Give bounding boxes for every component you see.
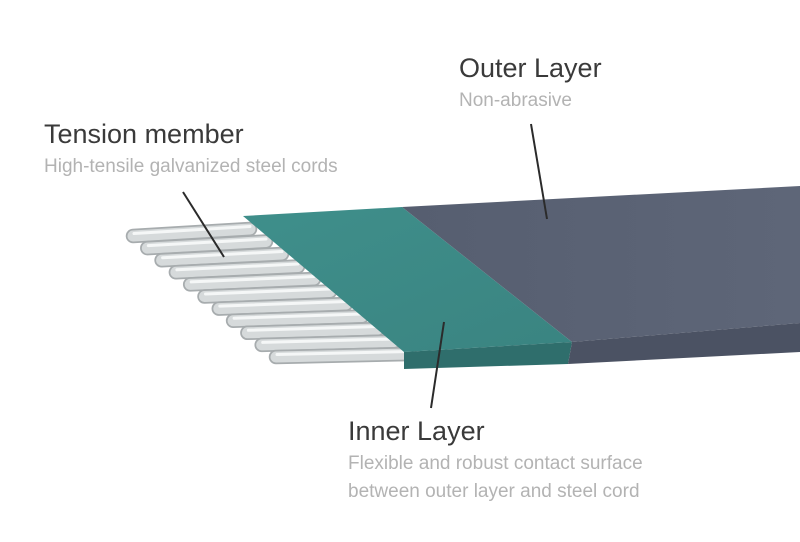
outer-layer	[402, 186, 800, 364]
outer-layer-subtitle: Non-abrasive	[459, 90, 572, 111]
steel-cord	[182, 271, 322, 292]
steel-cord	[140, 234, 274, 256]
inner-layer-title: Inner Layer	[348, 416, 485, 446]
steel-cord	[211, 296, 354, 316]
steel-cord	[168, 259, 306, 280]
steel-cord	[225, 309, 370, 328]
inner-layer-subtitle-line-2: between outer layer and steel cord	[348, 481, 640, 502]
steel-cords	[125, 221, 418, 365]
steel-cord	[240, 321, 386, 341]
inner-layer-subtitle-line-1: Flexible and robust contact surface	[348, 453, 643, 474]
outer-layer-title: Outer Layer	[459, 53, 602, 83]
steel-cord	[125, 221, 258, 244]
steel-cord	[197, 284, 338, 304]
outer-layer-leader-line	[530, 123, 548, 220]
inner-layer-leader-line	[430, 321, 445, 409]
tension-member-leader-line	[182, 191, 225, 258]
tension-member-subtitle: High-tensile galvanized steel cords	[44, 156, 338, 177]
outer-layer-front-face	[568, 323, 800, 364]
outer-layer-top-face	[402, 186, 800, 342]
steel-cord	[254, 334, 402, 353]
inner-layer-front-face	[404, 342, 572, 369]
inner-layer-top-face	[243, 207, 572, 352]
tension-member-title: Tension member	[44, 119, 244, 149]
steel-cord	[268, 346, 418, 365]
inner-layer	[243, 207, 572, 369]
